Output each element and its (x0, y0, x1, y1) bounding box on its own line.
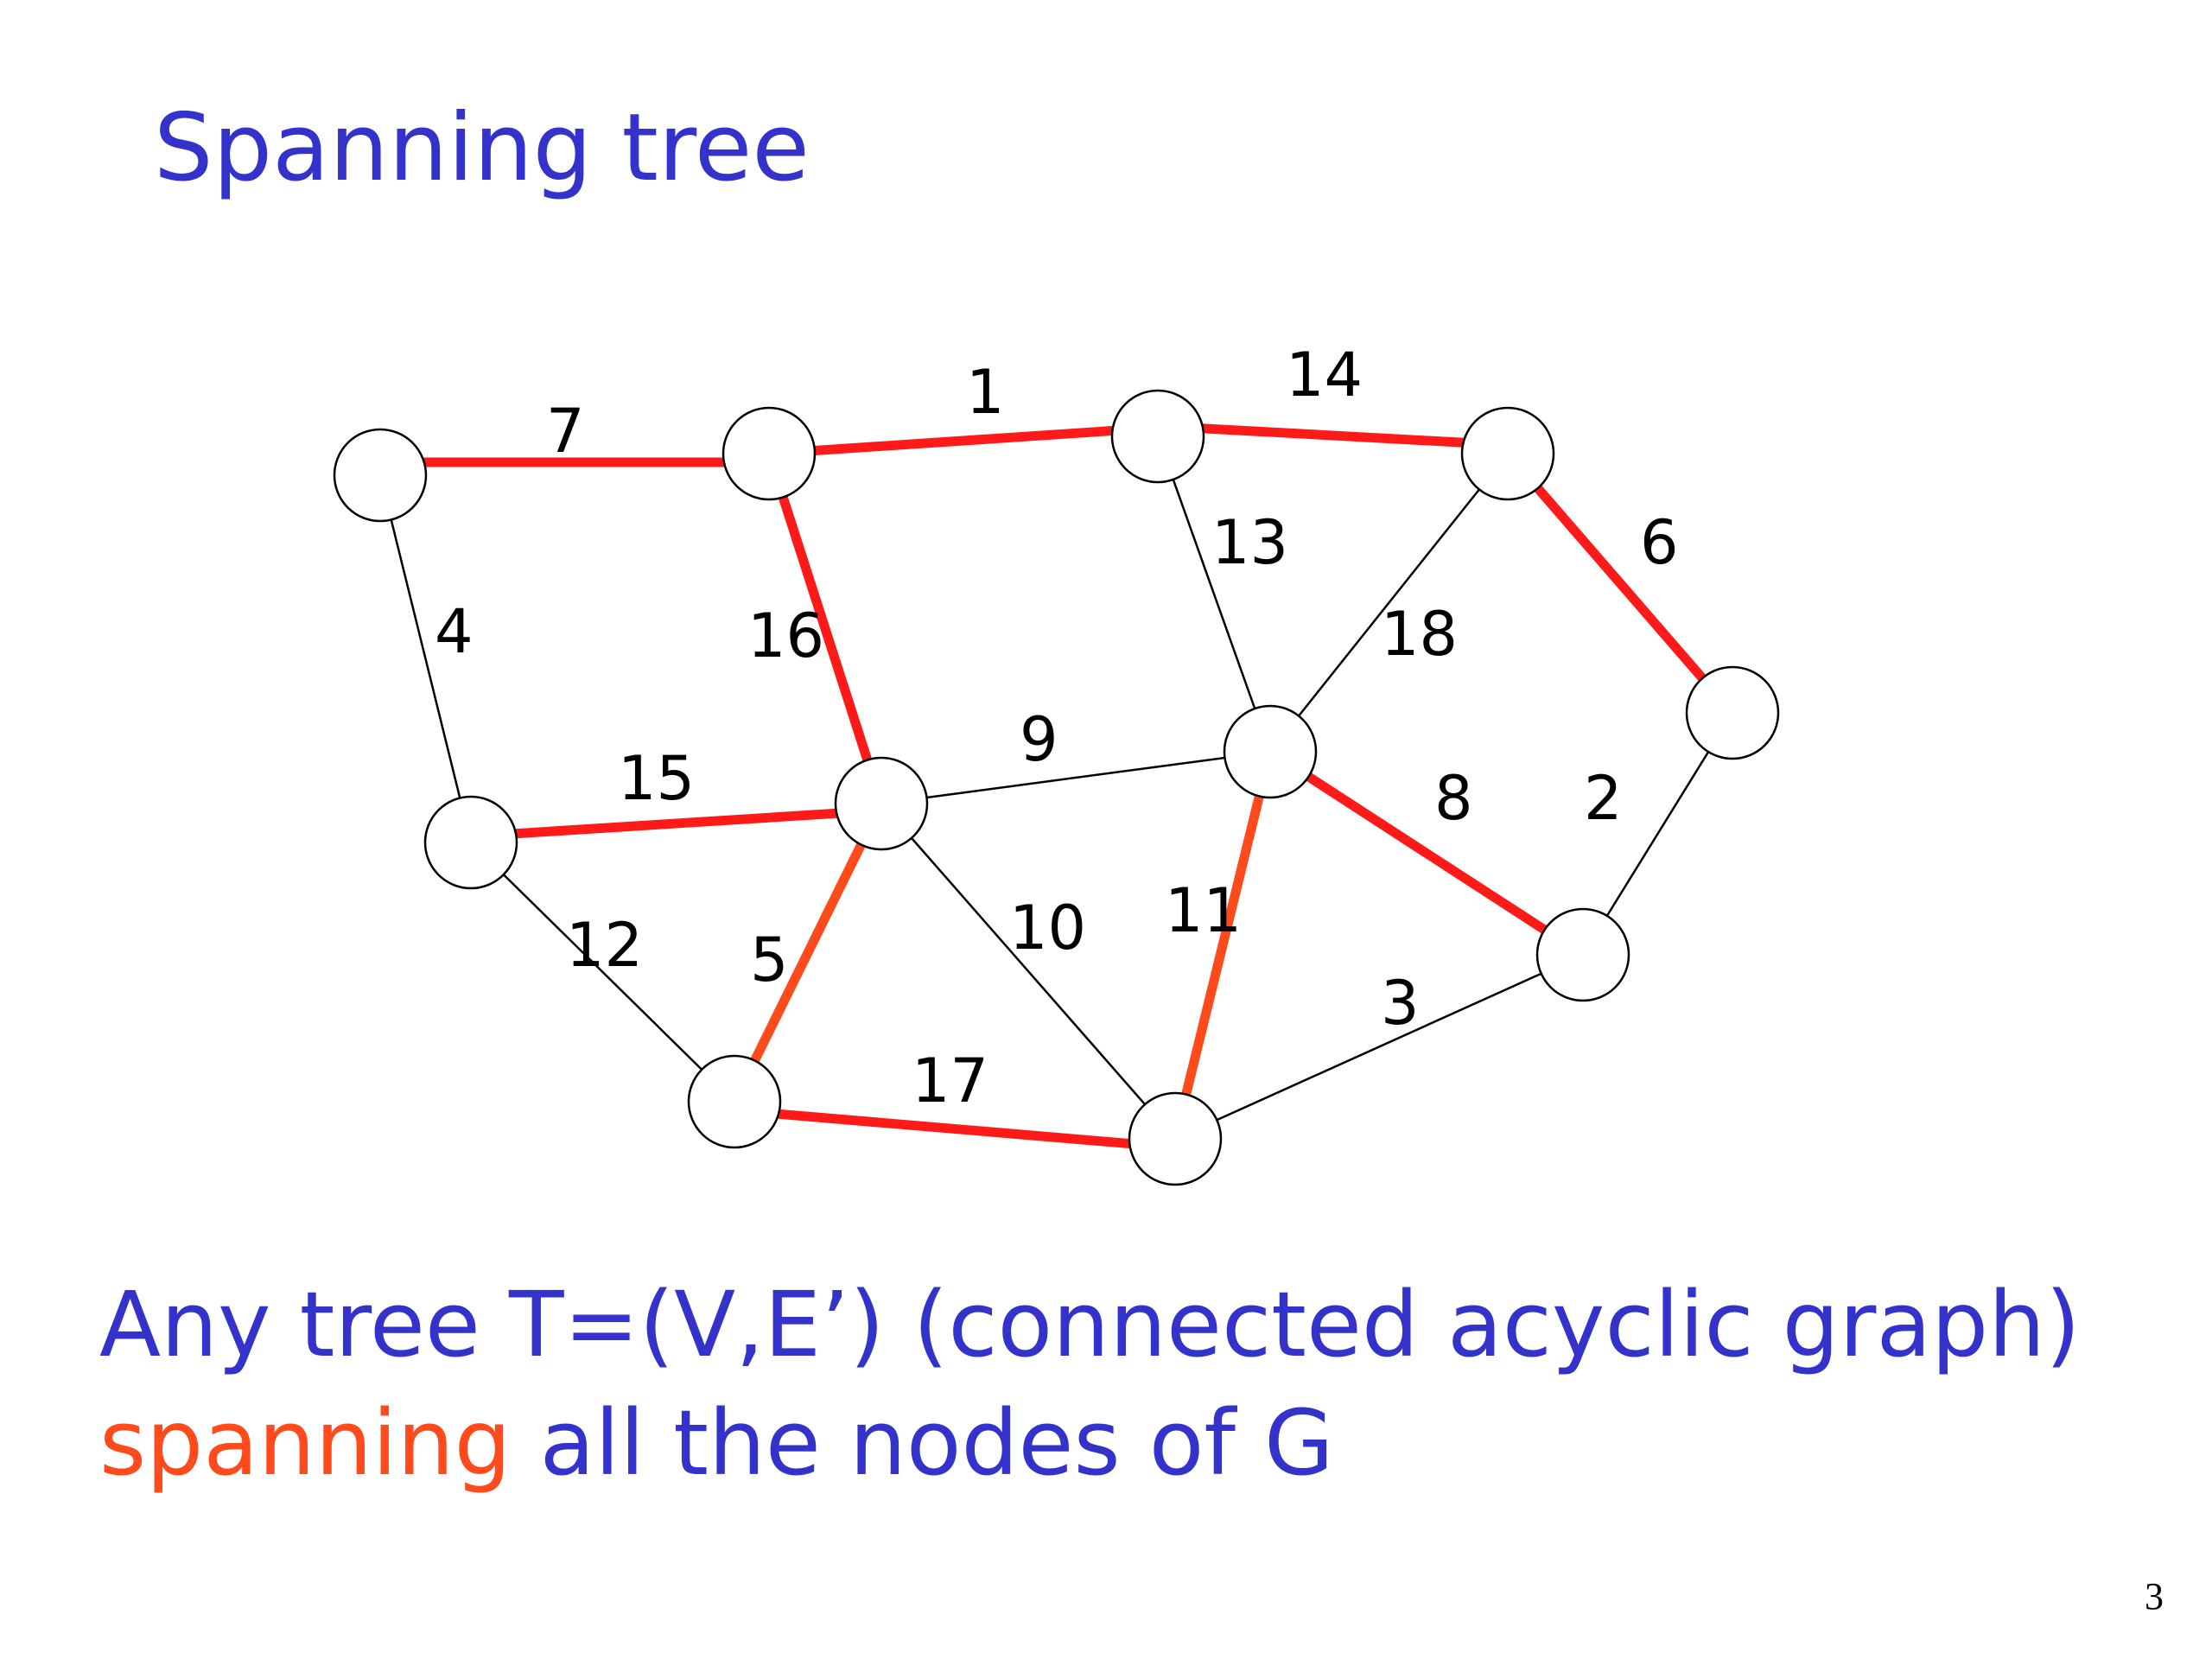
caption-line-2: spanning all the nodes of G (99, 1384, 2081, 1503)
graph-node (423, 795, 518, 890)
tree-edge-5 (730, 801, 886, 1104)
graph-node (1460, 406, 1555, 501)
graph-node (834, 756, 929, 851)
edge-label-14: 14 (1286, 340, 1363, 410)
edge-label-7: 7 (546, 396, 585, 467)
graph-node (687, 1054, 782, 1149)
edge-label-16: 16 (747, 601, 824, 671)
edge-label-8: 8 (1434, 763, 1473, 834)
tree-edge-14 (1157, 421, 1509, 450)
page-number: 3 (2145, 1575, 2164, 1618)
graph-node (1110, 389, 1205, 484)
edge-label-1: 1 (966, 357, 1005, 428)
slide-caption: Any tree T=(V,E’) (connected acyclic gra… (99, 1266, 2081, 1503)
tree-edge-17 (734, 1105, 1176, 1153)
edge-label-18: 18 (1381, 599, 1458, 670)
graph-node (1223, 704, 1318, 799)
tree-edge-15 (470, 805, 882, 842)
caption-line-1: Any tree T=(V,E’) (connected acyclic gra… (99, 1272, 2081, 1377)
tree-edge-16 (764, 452, 887, 805)
tree-edge-1 (768, 423, 1159, 459)
edge-label-11: 11 (1165, 875, 1242, 946)
edge-18 (1269, 453, 1509, 753)
edge-label-3: 3 (1381, 968, 1420, 1039)
edge-label-17: 17 (912, 1046, 988, 1116)
edge-label-9: 9 (1020, 704, 1058, 775)
edge-10 (880, 803, 1176, 1140)
edge-9 (880, 750, 1271, 805)
edge-2 (1581, 712, 1734, 956)
tree-edge-6 (1503, 450, 1737, 716)
slide-title: Spanning tree (154, 94, 810, 202)
edge-label-10: 10 (1009, 893, 1086, 963)
graph-node (1685, 665, 1780, 760)
edge-label-4: 4 (435, 596, 474, 667)
edge-label-13: 13 (1211, 507, 1288, 578)
caption-highlight: spanning (99, 1390, 512, 1497)
edge-12 (470, 842, 735, 1103)
tree-edge-8 (1268, 747, 1586, 959)
edge-label-15: 15 (618, 743, 695, 814)
graph-node (333, 428, 428, 523)
caption-line-2-rest: all the nodes of G (511, 1390, 1334, 1497)
edge-3 (1174, 953, 1584, 1141)
edge-label-2: 2 (1584, 763, 1623, 834)
tree-edge-11 (1170, 750, 1275, 1141)
graph-node (1128, 1091, 1223, 1186)
edge-13 (1156, 435, 1272, 753)
edge-label-12: 12 (566, 910, 643, 981)
edge-label-6: 6 (1640, 507, 1679, 578)
edge-4 (378, 474, 473, 843)
graph-node (721, 406, 817, 501)
graph-node (1535, 907, 1630, 1002)
edge-label-5: 5 (750, 925, 789, 995)
